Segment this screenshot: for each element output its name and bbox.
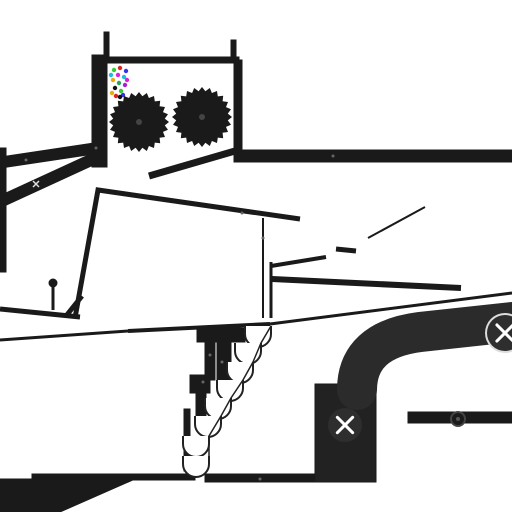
- long-tilt-bar: [271, 276, 462, 291]
- marble: [117, 94, 123, 100]
- main-track-right: [269, 291, 512, 326]
- bucket-cup: [182, 436, 210, 458]
- upper-right-shelf: [236, 149, 512, 163]
- marble: [111, 67, 117, 73]
- gear-axle: [199, 114, 205, 120]
- marble: [113, 93, 119, 99]
- control-buttons[interactable]: [32, 180, 512, 442]
- hopper-left-post: [103, 31, 110, 59]
- close-icon: [495, 323, 512, 343]
- marble: [108, 72, 114, 78]
- close-icon: [335, 415, 355, 435]
- gear-icon: [109, 92, 169, 152]
- bucket-cup: [226, 362, 254, 384]
- ramp-diagonal: [64, 294, 84, 318]
- bucket-cup: [182, 456, 210, 478]
- small-slope-b: [335, 246, 357, 254]
- marble: [123, 68, 129, 74]
- pivot-pin: [261, 236, 265, 240]
- marble: [118, 88, 124, 94]
- curved-chute: [337, 302, 512, 410]
- gear-pair: [109, 87, 232, 152]
- marble: [124, 77, 130, 83]
- step-block-2: [204, 339, 216, 381]
- marble: [109, 90, 115, 96]
- gear-axle: [136, 119, 142, 125]
- gear-icon: [172, 87, 232, 147]
- small-slope-a: [270, 255, 327, 268]
- marble: [121, 74, 127, 80]
- left-ground-strip: [0, 306, 81, 320]
- marble: [122, 82, 128, 88]
- left-funnel-upper: [3, 141, 105, 168]
- pivot-pin: [258, 477, 262, 481]
- machine-structure: [0, 31, 512, 512]
- chain-link: [208, 325, 272, 456]
- slider-knob-center: [456, 417, 460, 421]
- pivot-pin: [240, 211, 244, 215]
- close-button[interactable]: [32, 180, 40, 188]
- pivot-pins: [24, 146, 335, 481]
- hopper-top-rail: [102, 56, 240, 64]
- hopper-left-wall: [91, 54, 108, 168]
- pivot-pin: [208, 353, 212, 357]
- pivot-pin: [201, 380, 205, 384]
- pivot-pin: [94, 146, 98, 150]
- hopper-right-wall: [233, 59, 243, 163]
- bucket-chain: [182, 325, 272, 478]
- pivot-pin: [331, 154, 335, 158]
- marble: [117, 65, 123, 71]
- marble: [112, 85, 118, 91]
- marble-cluster: [108, 65, 130, 100]
- close-icon: [32, 180, 40, 188]
- left-edge-post: [0, 147, 7, 273]
- marble: [110, 77, 116, 83]
- bottom-left-wedge: [0, 478, 136, 512]
- marble: [116, 80, 122, 86]
- bucket-cup: [216, 380, 244, 402]
- close-button[interactable]: [328, 408, 362, 442]
- thin-slope-c: [367, 206, 426, 239]
- pivot-pin: [220, 360, 224, 364]
- main-track-left: [0, 329, 129, 342]
- ramp-frame: [72, 187, 301, 319]
- close-button[interactable]: [485, 313, 512, 353]
- button-face: [487, 315, 512, 351]
- gear-deflector-bar: [148, 147, 236, 180]
- pivot-pin: [24, 158, 28, 162]
- bucket-cup: [194, 416, 222, 438]
- hopper-right-post: [230, 39, 237, 61]
- lever-pin-head: [48, 278, 58, 288]
- left-funnel-lower: [1, 148, 107, 206]
- bucket-cup: [204, 398, 232, 420]
- marble: [115, 72, 121, 78]
